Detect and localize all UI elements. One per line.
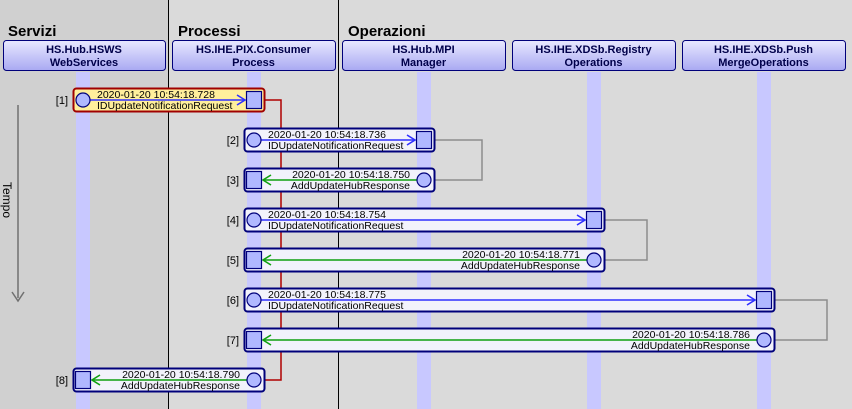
message-arrowhead <box>261 174 272 186</box>
message-timestamp: 2020-01-20 10:54:18.728 <box>97 89 215 101</box>
message-name: AddUpdateHubResponse <box>291 180 410 192</box>
participant-name: HS.IHE.PIX.Consumer <box>196 44 312 56</box>
lifeline-hsws <box>76 72 90 409</box>
participant-box <box>342 40 506 71</box>
message-arrowhead <box>261 334 272 346</box>
message-index: [7] <box>227 335 239 347</box>
message-2[interactable]: [2] 2020-01-20 10:54:18.736IDUpdateNotifi… <box>227 127 436 153</box>
message-5[interactable]: [5] 2020-01-20 10:54:18.771AddUpdateHubRe… <box>227 247 606 273</box>
time-axis-label: Tempo <box>0 182 14 218</box>
message-origin-circle <box>756 332 772 348</box>
participant-box <box>172 40 336 71</box>
message-4[interactable]: [4] 2020-01-20 10:54:18.754IDUpdateNotifi… <box>227 207 606 233</box>
message-target-square <box>585 210 603 230</box>
message-name: IDUpdateNotificationRequest <box>268 300 403 312</box>
participant-name: HS.Hub.HSWS <box>46 44 122 56</box>
message-arrowhead <box>746 294 757 306</box>
participant-subname: MergeOperations <box>718 57 808 69</box>
section-label-processi: Processi <box>178 23 241 40</box>
return-link <box>774 299 828 341</box>
message-name: IDUpdateNotificationRequest <box>268 220 403 232</box>
participant-box <box>512 40 676 71</box>
participant-subname: Manager <box>401 57 447 69</box>
time-axis: Tempo <box>0 105 25 303</box>
message-origin-circle <box>246 212 262 228</box>
message-arrowhead <box>406 134 417 146</box>
message-target-square <box>245 90 263 110</box>
message-name: IDUpdateNotificationRequest <box>268 140 403 152</box>
participant-subname: Operations <box>564 57 622 69</box>
participant-subname: WebServices <box>50 57 118 69</box>
time-axis-arrowhead <box>11 291 25 303</box>
message-name: IDUpdateNotificationRequest <box>97 100 232 112</box>
message-index: [6] <box>227 295 239 307</box>
message-timestamp: 2020-01-20 10:54:18.771 <box>462 249 580 261</box>
message-target-square <box>755 290 773 310</box>
message-arrowhead <box>261 254 272 266</box>
section-label-operazioni: Operazioni <box>348 23 426 40</box>
message-index: [3] <box>227 175 239 187</box>
message-index: [1] <box>56 95 68 107</box>
message-timestamp: 2020-01-20 10:54:18.750 <box>292 169 410 181</box>
message-origin-circle <box>246 372 262 388</box>
participant-subname: Process <box>232 57 275 69</box>
lifeline-mpi <box>417 72 431 409</box>
participant-name: HS.Hub.MPI <box>392 44 454 56</box>
message-name: AddUpdateHubResponse <box>631 340 750 352</box>
message-arrowhead <box>236 94 247 106</box>
message-origin-circle <box>246 132 262 148</box>
message-target-square <box>245 330 263 350</box>
message-timestamp: 2020-01-20 10:54:18.754 <box>268 209 386 221</box>
message-3[interactable]: [3] 2020-01-20 10:54:18.750AddUpdateHubRe… <box>227 167 436 193</box>
message-timestamp: 2020-01-20 10:54:18.775 <box>268 289 386 301</box>
participant-name: HS.IHE.XDSb.Registry <box>535 44 652 56</box>
message-arrowhead <box>90 374 101 386</box>
message-index: [8] <box>56 375 68 387</box>
lifeline-registry <box>587 72 601 409</box>
participant-box <box>3 40 166 71</box>
message-origin-circle <box>416 172 432 188</box>
message-index: [4] <box>227 215 239 227</box>
message-timestamp: 2020-01-20 10:54:18.736 <box>268 129 386 141</box>
return-link <box>434 139 483 181</box>
participant-box <box>682 40 846 71</box>
return-link <box>604 219 648 261</box>
message-timestamp: 2020-01-20 10:54:18.786 <box>632 329 750 341</box>
message-index: [2] <box>227 135 239 147</box>
message-target-square <box>74 370 92 390</box>
message-1[interactable]: [1] 2020-01-20 10:54:18.728IDUpdateNotifi… <box>56 87 266 113</box>
message-target-square <box>415 130 433 150</box>
message-timestamp: 2020-01-20 10:54:18.790 <box>122 369 240 381</box>
message-name: AddUpdateHubResponse <box>121 380 240 392</box>
message-6[interactable]: [6] 2020-01-20 10:54:18.775IDUpdateNotifi… <box>227 287 776 313</box>
message-origin-circle <box>246 292 262 308</box>
message-8[interactable]: [8] 2020-01-20 10:54:18.790AddUpdateHubRe… <box>56 367 266 393</box>
lifeline-push <box>757 72 771 409</box>
message-origin-circle <box>75 92 91 108</box>
message-7[interactable]: [7] 2020-01-20 10:54:18.786AddUpdateHubRe… <box>227 327 776 353</box>
participant-name: HS.IHE.XDSb.Push <box>714 44 813 56</box>
lifeline-pix <box>247 72 261 409</box>
activation-link <box>264 99 282 381</box>
message-target-square <box>245 170 263 190</box>
message-arrowhead <box>576 214 587 226</box>
section-label-servizi: Servizi <box>8 23 56 40</box>
message-origin-circle <box>586 252 602 268</box>
message-name: AddUpdateHubResponse <box>461 260 580 272</box>
message-target-square <box>245 250 263 270</box>
message-index: [5] <box>227 255 239 267</box>
